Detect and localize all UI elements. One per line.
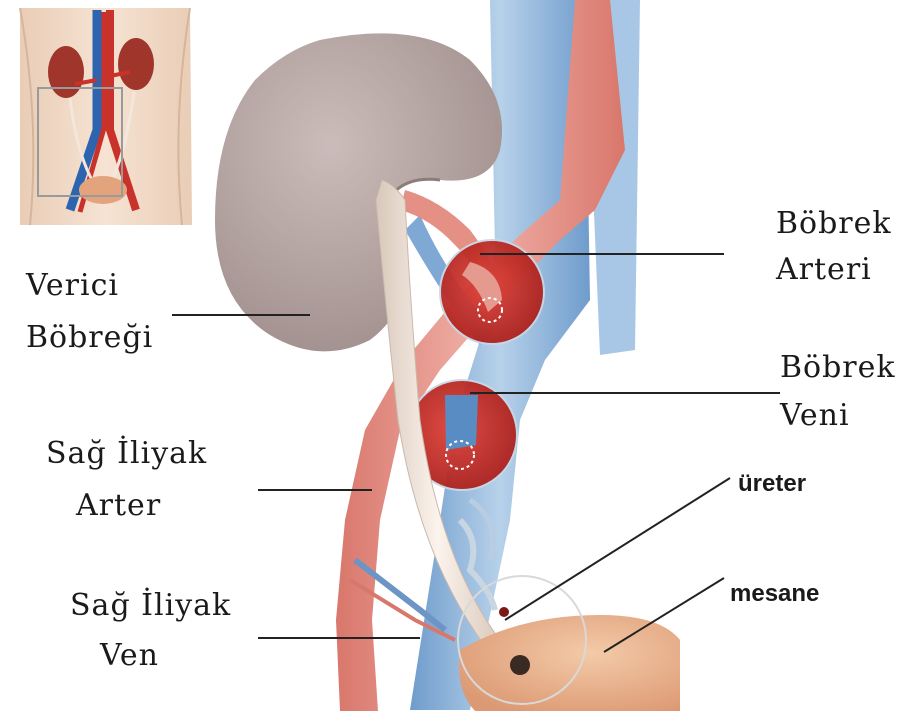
label-sag-iliyak-arter-line2: Arter <box>76 488 207 524</box>
label-bobrek-arteri: Böbrek Arteri <box>776 206 892 288</box>
label-sag-iliyak-ven: Sağ İliyak Ven <box>70 588 231 674</box>
label-bobrek-veni: Böbrek Veni <box>780 350 896 434</box>
label-bobrek-veni-line1: Böbrek <box>780 350 896 386</box>
label-bobrek-arteri-line1: Böbrek <box>776 206 892 242</box>
label-sag-iliyak-arter-line1: Sağ İliyak <box>46 436 207 472</box>
label-verici-bobregi-line1: Verici <box>26 268 153 304</box>
label-sag-iliyak-ven-line1: Sağ İliyak <box>70 588 231 624</box>
inset-torso <box>20 8 192 225</box>
artery-anastomosis <box>440 240 544 344</box>
label-sag-iliyak-arter: Sağ İliyak Arter <box>46 436 207 524</box>
label-verici-bobregi-line2: Böbreği <box>26 320 153 356</box>
label-verici-bobregi: Verici Böbreği <box>26 268 153 356</box>
label-ureter: üreter <box>738 470 806 498</box>
label-mesane: mesane <box>730 580 819 608</box>
leader-ureter <box>505 478 730 620</box>
label-sag-iliyak-ven-line2: Ven <box>100 638 231 674</box>
label-bobrek-veni-line2: Veni <box>780 398 896 434</box>
label-bobrek-arteri-line2: Arteri <box>776 252 892 288</box>
